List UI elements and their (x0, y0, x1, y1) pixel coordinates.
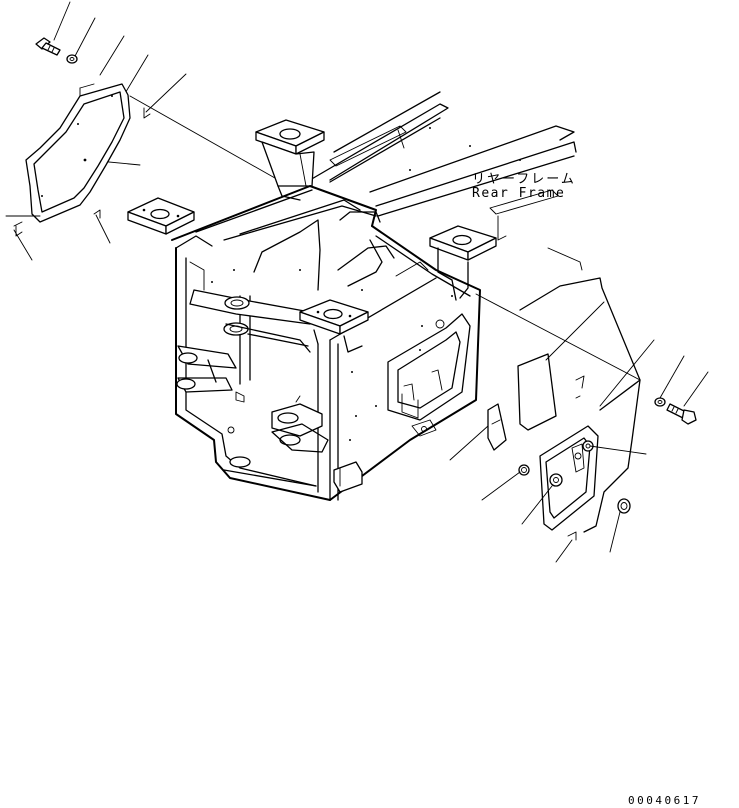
drawing-code: 00040617 (628, 794, 701, 807)
left-cover-plate (5, 83, 151, 237)
leader-lines-right (449, 301, 709, 563)
washer-upper-left (66, 54, 78, 64)
bolt-right (654, 397, 697, 425)
frame-side-rails (309, 91, 583, 271)
fastener-parts-right (518, 464, 631, 514)
part-label-english: Rear Frame (472, 186, 566, 201)
bolt-upper-left (35, 37, 61, 56)
part-label-japanese: リヤーフレーム (472, 172, 576, 187)
upper-pedestal (255, 119, 325, 201)
frame-main-body (127, 185, 497, 501)
right-cover-plate (475, 277, 641, 541)
